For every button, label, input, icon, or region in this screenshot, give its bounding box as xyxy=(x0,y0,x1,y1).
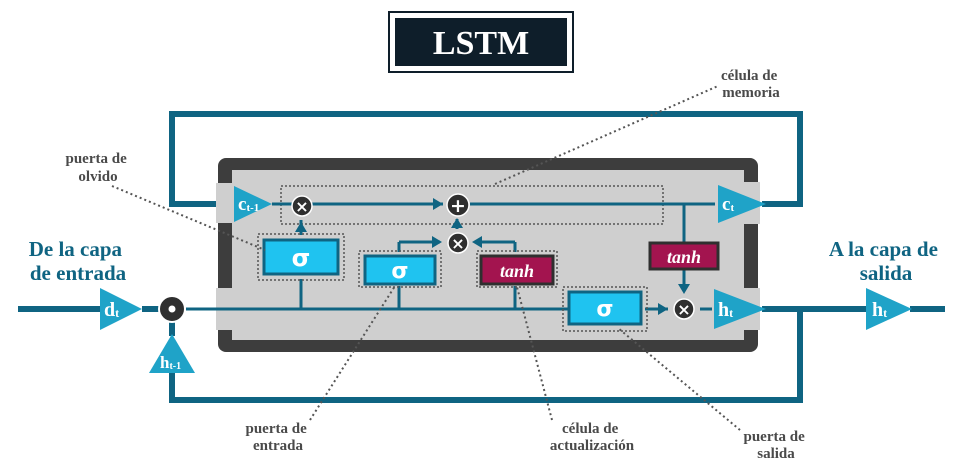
svg-text:dt: dt xyxy=(104,299,119,321)
leader-lines xyxy=(111,85,741,431)
input-gate-label: puerta de entrada xyxy=(246,421,311,454)
update-cell-tanh-label: tanh xyxy=(500,261,534,281)
d-t-sub: t xyxy=(115,306,119,320)
title-text: LSTM xyxy=(433,25,529,62)
output-multiply-symbol: × xyxy=(677,300,690,319)
h-prev-marker: ht-1 xyxy=(149,334,195,373)
svg-text:ht: ht xyxy=(718,299,733,321)
d-t-marker: dt xyxy=(100,288,142,330)
svg-text:ct: ct xyxy=(722,194,734,215)
svg-text:ht-1: ht-1 xyxy=(160,353,181,372)
h-t-inner-sub: t xyxy=(729,306,733,320)
recurrent-loops xyxy=(169,111,803,403)
forget-gate-symbol: σ xyxy=(292,244,311,272)
h-t-output-marker: ht xyxy=(866,288,912,330)
input-multiply-symbol: × xyxy=(451,234,464,253)
h-t-inner-base: h xyxy=(718,299,729,321)
output-tanh: tanh xyxy=(648,241,720,271)
to-output-layer-label: A la capa de salida xyxy=(829,237,943,285)
c-prev-marker: ct-1 xyxy=(234,186,272,222)
forget-multiply-symbol: × xyxy=(295,197,308,216)
from-input-layer-label: De la capa de entrada xyxy=(29,237,128,285)
svg-text:ht: ht xyxy=(872,299,887,321)
forget-gate-sigma: σ xyxy=(262,238,340,276)
gate-highlights xyxy=(257,233,648,332)
input-multiply-op: × xyxy=(447,232,469,254)
update-cell-highlight xyxy=(476,250,558,288)
forget-gate-highlight xyxy=(257,233,345,281)
memory-cell-leader xyxy=(494,85,719,185)
forget-multiply-op: × xyxy=(291,195,313,217)
c-prev-sub: t-1 xyxy=(246,202,259,214)
output-gate-label: puerta de salida xyxy=(744,429,809,462)
h-prev-sub: t-1 xyxy=(169,361,181,372)
concat-node xyxy=(158,295,186,323)
input-gate-symbol: σ xyxy=(391,259,408,284)
c-t-marker: ct xyxy=(718,185,766,223)
internal-wires xyxy=(272,202,715,311)
forget-gate-label: puerta de olvido xyxy=(66,151,131,185)
output-gate-highlight xyxy=(562,286,648,332)
h-t-output-base: h xyxy=(872,299,883,321)
cell-state-loop xyxy=(169,111,803,207)
memory-cell-label: célula de memoria xyxy=(721,68,781,101)
hidden-state-loop xyxy=(169,309,803,403)
cell-add-symbol: + xyxy=(450,195,466,217)
output-gate-leader xyxy=(617,327,741,431)
svg-text:ct-1: ct-1 xyxy=(238,194,259,215)
h-prev-base: h xyxy=(160,353,170,372)
c-t-sub: t xyxy=(730,202,734,214)
update-cell-tanh: tanh xyxy=(479,254,555,286)
input-gate-sigma: σ xyxy=(363,254,437,286)
output-gate-sigma: σ xyxy=(567,290,643,326)
d-t-base: d xyxy=(104,299,115,321)
title-box: LSTM xyxy=(388,11,574,73)
input-gate-leader xyxy=(309,285,396,421)
output-multiply-op: × xyxy=(673,298,695,320)
cell-add-op: + xyxy=(446,193,470,217)
c-t-base: c xyxy=(722,194,730,215)
input-gate-highlight xyxy=(358,250,442,288)
update-cell-label: célula de actualización xyxy=(550,421,635,454)
c-prev-base: c xyxy=(238,194,246,215)
h-t-inner-marker: ht xyxy=(714,289,766,329)
output-gate-symbol: σ xyxy=(596,297,613,322)
h-t-output-sub: t xyxy=(883,306,887,320)
output-tanh-label: tanh xyxy=(667,247,701,267)
